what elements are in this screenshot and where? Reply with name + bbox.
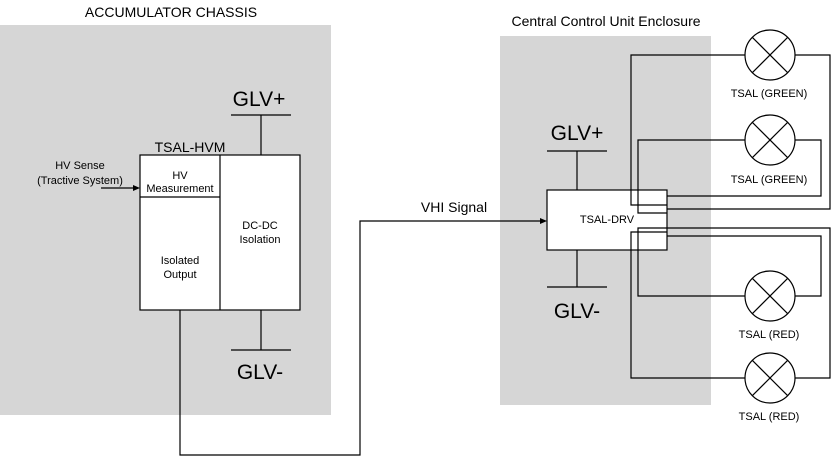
hv-sense-arrowhead (133, 185, 140, 191)
red2-wire-b (667, 227, 831, 379)
tsal-red-lamp-2: TSAL (RED) (739, 352, 800, 423)
dcdc-isolation-text: DC-DC Isolation (239, 220, 281, 246)
isolated-output-text: Isolated Output (160, 255, 200, 281)
vhi-signal-arrowhead (540, 218, 547, 224)
drv-glv-plus-label: GLV+ (551, 122, 604, 145)
dcdc-isolation-cell: DC-DC Isolation (239, 220, 281, 246)
hv-measurement-text: HV Measurement (146, 170, 214, 195)
green2-wire-b (667, 139, 822, 197)
green1-wire-a (630, 54, 745, 206)
tsal-green-lamp-1: TSAL (GREEN) (731, 29, 808, 100)
hvm-glv-minus-label: GLV- (237, 361, 283, 384)
accumulator-chassis-title: ACCUMULATOR CHASSIS (85, 4, 257, 20)
lamp-label: TSAL (RED) (739, 329, 800, 341)
tsal-green-lamp-2: TSAL (GREEN) (731, 114, 808, 186)
drv-glv-minus-label: GLV- (554, 300, 600, 323)
green1-wire-b (667, 54, 831, 210)
lamp-label: TSAL (GREEN) (731, 88, 808, 100)
tsal-drv-label: TSAL-DRV (580, 214, 635, 226)
vhi-signal-wire (179, 220, 540, 456)
lamp-label: TSAL (GREEN) (731, 174, 808, 186)
ccu-enclosure-title: Central Control Unit Enclosure (511, 13, 700, 29)
tsal-red-lamp-1: TSAL (RED) (739, 270, 800, 341)
tsal-drv-box (546, 189, 668, 251)
isolated-output-cell: Isolated Output (160, 255, 200, 281)
green2-wire-a (637, 139, 745, 214)
red1-wire-b (667, 235, 822, 297)
red1-wire-a (637, 227, 745, 297)
lamp-label: TSAL (RED) (739, 411, 800, 423)
tsal-hvm-label: TSAL-HVM (155, 139, 226, 155)
red2-wire-a (630, 231, 745, 379)
vhi-signal-label: VHI Signal (421, 199, 487, 215)
hv-measurement-cell: HV Measurement (146, 170, 214, 195)
hv-sense-sublabel: (Tractive System) (37, 175, 123, 187)
hvm-glv-plus-label: GLV+ (233, 88, 286, 111)
hv-sense-label: HV Sense (55, 160, 105, 172)
